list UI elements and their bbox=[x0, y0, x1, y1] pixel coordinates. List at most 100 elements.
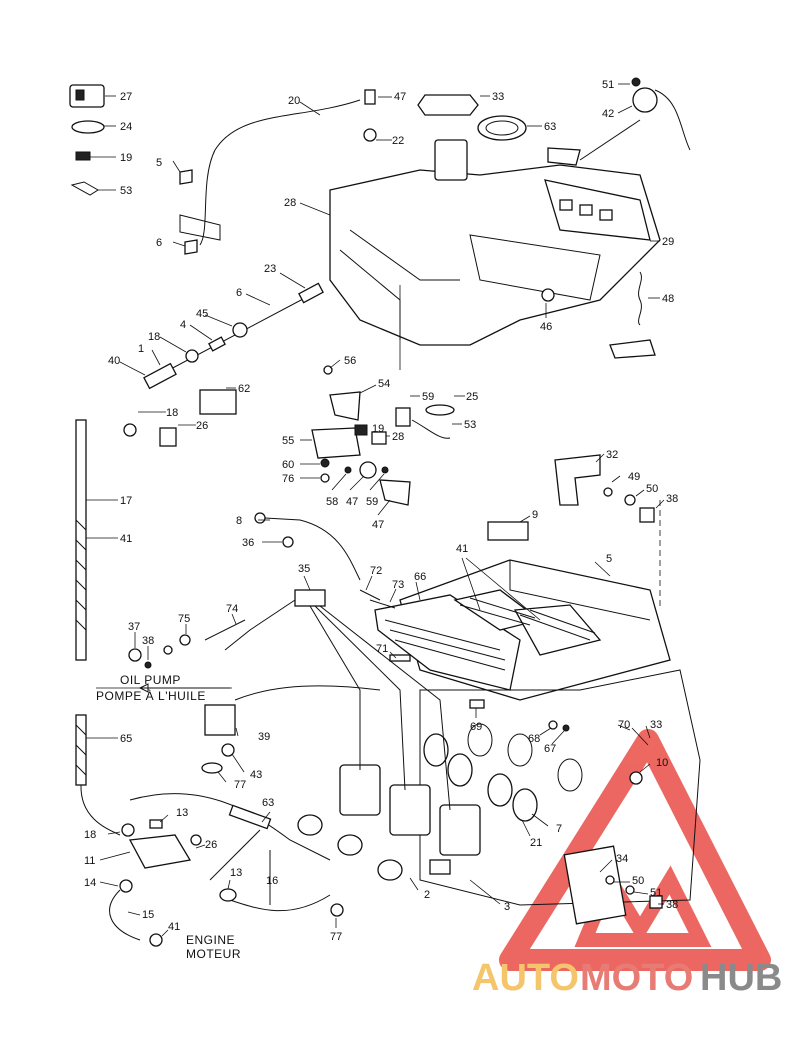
callout-label: 24 bbox=[120, 121, 132, 133]
callout-label: 20 bbox=[288, 95, 300, 107]
nut-18-icon bbox=[185, 349, 199, 363]
engine-outline bbox=[419, 669, 701, 906]
washer-22-icon bbox=[363, 128, 377, 142]
nut-37-icon bbox=[144, 661, 152, 669]
callout-label: 75 bbox=[178, 613, 190, 625]
screw-8-icon bbox=[254, 512, 266, 524]
fuel-sender-44-icon bbox=[632, 87, 658, 113]
connector-19-icon bbox=[75, 151, 91, 161]
callout-label: 2 bbox=[424, 889, 430, 901]
airbox-edge bbox=[509, 560, 651, 621]
lead-73 bbox=[231, 613, 237, 625]
vent-hose-20 bbox=[199, 99, 361, 246]
callout-label: 56 bbox=[344, 355, 356, 367]
lead-13b bbox=[227, 879, 231, 890]
fuel-line-13 bbox=[129, 793, 331, 861]
lead-45 bbox=[377, 499, 391, 516]
callout-label: 35 bbox=[298, 563, 310, 575]
callout-label: 16 bbox=[266, 875, 278, 887]
screw-59-icon bbox=[381, 466, 389, 474]
lead-59 bbox=[369, 473, 385, 491]
label-61-icon bbox=[199, 389, 237, 415]
screw-69-31 bbox=[631, 727, 649, 746]
callout-label: 28 bbox=[284, 197, 296, 209]
watermark-triangle bbox=[499, 729, 771, 971]
lead-44 bbox=[617, 105, 633, 114]
grommet-43-icon bbox=[221, 743, 235, 757]
callout-label: 23 bbox=[264, 263, 276, 275]
screw-75-icon bbox=[179, 634, 191, 646]
cover-45-icon bbox=[379, 479, 411, 506]
washer-51-icon bbox=[624, 494, 636, 506]
callout-label: 26 bbox=[205, 839, 217, 851]
lead-28 bbox=[299, 202, 331, 216]
screw-52-icon bbox=[631, 77, 641, 87]
engine-caption: ENGINE bbox=[186, 933, 235, 947]
slot-1 bbox=[559, 199, 573, 211]
callout-label: 48 bbox=[662, 293, 674, 305]
cdi-39-icon bbox=[204, 704, 236, 736]
watermark-hub: HUB bbox=[700, 957, 782, 999]
captions: OIL PUMP POMPE À L'HUILE ENGINE MOTEUR bbox=[96, 673, 241, 961]
callout-label: 62 bbox=[238, 383, 250, 395]
gasket-64-inner bbox=[485, 120, 519, 136]
clamp-left-1 bbox=[297, 814, 323, 836]
lead-56 bbox=[329, 359, 341, 369]
carburetor-3 bbox=[439, 804, 481, 856]
fuel-fitting-2 bbox=[429, 859, 451, 875]
lead-1 bbox=[151, 349, 161, 366]
lead-12 bbox=[639, 763, 651, 773]
callout-label: 53 bbox=[120, 185, 132, 197]
lead-7 bbox=[245, 293, 271, 306]
lead-34 bbox=[303, 575, 311, 591]
carburetor-1 bbox=[339, 764, 381, 816]
cable-73-icon bbox=[204, 619, 246, 641]
callout-label: 46 bbox=[540, 321, 552, 333]
bolt-38b-icon bbox=[649, 895, 663, 909]
clamp-42-icon bbox=[149, 933, 163, 947]
bracket-29 bbox=[544, 179, 651, 241]
lead-2 bbox=[409, 877, 419, 891]
callout-label: 66 bbox=[414, 571, 426, 583]
lead-6a bbox=[172, 160, 181, 173]
clamp-18c-icon bbox=[121, 823, 135, 837]
lead-21 bbox=[521, 819, 531, 837]
slot-3 bbox=[599, 209, 613, 221]
lead-4 bbox=[189, 324, 213, 341]
screw-72-icon bbox=[369, 599, 396, 609]
callout-label: 74 bbox=[226, 603, 238, 615]
hose-17 bbox=[75, 419, 87, 661]
callout-label: 34 bbox=[616, 853, 628, 865]
washer-51b-icon bbox=[625, 885, 635, 895]
port-2 bbox=[507, 733, 533, 767]
lead-13 bbox=[159, 814, 169, 823]
lead-42 bbox=[161, 929, 169, 937]
wire-58 bbox=[411, 419, 451, 439]
carburetors bbox=[297, 733, 538, 881]
screw-71-icon bbox=[359, 589, 381, 601]
hose-63-ribbing bbox=[75, 724, 87, 776]
adjuster-23-icon bbox=[298, 282, 324, 304]
strap-70-icon bbox=[389, 654, 411, 662]
callout-label: 70 bbox=[618, 719, 630, 731]
callout-label: 47 bbox=[394, 91, 406, 103]
callout-label: 63 bbox=[544, 121, 556, 133]
nut-36b bbox=[163, 645, 173, 655]
callout-label: 19 bbox=[372, 423, 384, 435]
gauge-plug bbox=[547, 147, 581, 166]
callout-label: 18 bbox=[148, 331, 160, 343]
callout-label: 9 bbox=[532, 509, 538, 521]
callout-label: 37 bbox=[128, 621, 140, 633]
bracket-54-icon bbox=[329, 391, 361, 421]
callout-label: 13 bbox=[230, 867, 242, 879]
lead-46 bbox=[349, 475, 365, 491]
callout-label: 53 bbox=[464, 419, 476, 431]
gasket-64-icon bbox=[477, 115, 527, 141]
hose-62-icon bbox=[228, 804, 272, 830]
lead-40b bbox=[465, 557, 541, 621]
nut-60-icon bbox=[320, 458, 330, 468]
fuel-tank-body bbox=[329, 164, 661, 346]
callout-label: 55 bbox=[282, 435, 294, 447]
oil-pump-caption-fr: POMPE À L'HUILE bbox=[96, 688, 206, 703]
washer-50-icon bbox=[603, 487, 613, 497]
